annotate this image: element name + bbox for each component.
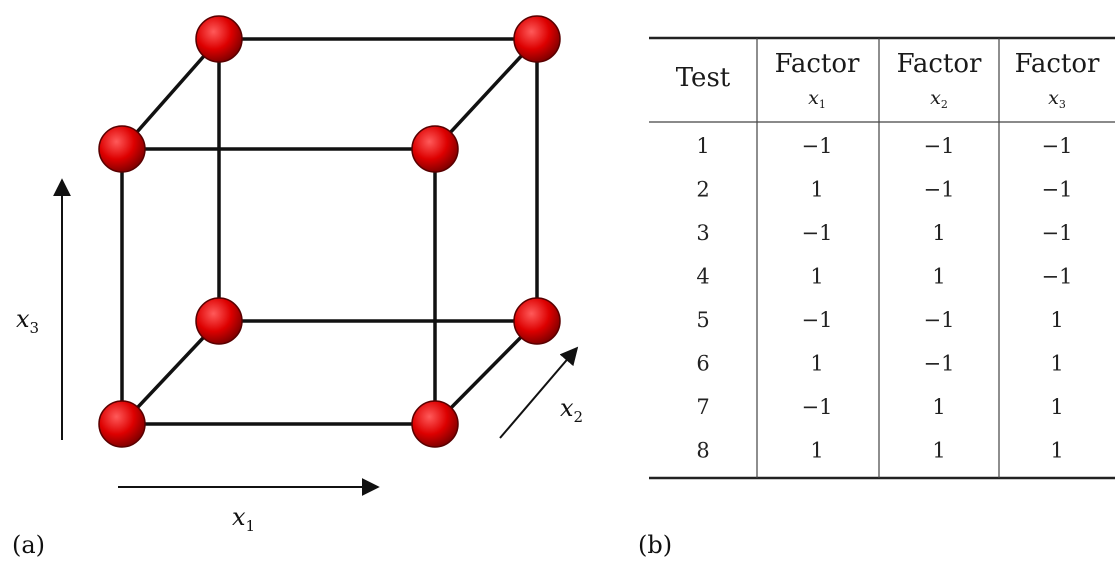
table-cell: 6 xyxy=(696,352,709,376)
header-factor-x3: Factor xyxy=(1015,49,1100,79)
table-cell: −1 xyxy=(1042,178,1073,202)
table-cell: 1 xyxy=(932,221,945,245)
table-cell: 1 xyxy=(1050,308,1063,332)
table-cell: 1 xyxy=(932,439,945,463)
panel-b: Test Factor x1 Factor x2 Factor x3 1 −1 −1… xyxy=(638,38,1115,559)
table-row: 6 1 −1 1 xyxy=(696,352,1063,376)
table-cell: −1 xyxy=(924,308,955,332)
panel-b-label: (b) xyxy=(638,531,672,559)
design-point-vertex xyxy=(514,298,560,344)
table-cell: 1 xyxy=(932,265,945,289)
design-point-vertex xyxy=(412,126,458,172)
table-cell: 5 xyxy=(696,308,709,332)
table-row: 5 −1 −1 1 xyxy=(696,308,1063,332)
table-row: 8 1 1 1 xyxy=(696,439,1063,463)
header-factor-x2: Factor xyxy=(897,49,982,79)
panel-a-label: (a) xyxy=(12,531,45,559)
table-cell: 7 xyxy=(696,395,709,419)
table-cell: 1 xyxy=(810,265,823,289)
table-cell: −1 xyxy=(924,178,955,202)
design-point-vertex xyxy=(99,401,145,447)
table-cell: −1 xyxy=(802,308,833,332)
table-cell: −1 xyxy=(1042,221,1073,245)
header-x1-symbol: x1 xyxy=(808,87,826,111)
cube-edges xyxy=(122,39,537,424)
cube-vertices xyxy=(99,16,560,447)
table-cell: 1 xyxy=(1050,395,1063,419)
table-cell: −1 xyxy=(1042,265,1073,289)
x3-axis-label: x3 xyxy=(16,305,39,337)
design-point-vertex xyxy=(196,298,242,344)
table-cell: 3 xyxy=(696,221,709,245)
header-test: Test xyxy=(676,63,731,93)
table-cell: 1 xyxy=(810,178,823,202)
design-point-vertex xyxy=(412,401,458,447)
design-point-vertex xyxy=(99,126,145,172)
design-point-vertex xyxy=(514,16,560,62)
table-cell: −1 xyxy=(924,352,955,376)
table-row: 2 1 −1 −1 xyxy=(696,178,1072,202)
table-cell: 1 xyxy=(1050,352,1063,376)
table-cell: 1 xyxy=(932,395,945,419)
table-cell: −1 xyxy=(802,395,833,419)
table-cell: −1 xyxy=(924,134,955,158)
x1-axis-label: x1 xyxy=(232,503,255,535)
header-x2-symbol: x2 xyxy=(930,87,948,111)
table-cell: 8 xyxy=(696,439,709,463)
table-row: 1 −1 −1 −1 xyxy=(696,134,1072,158)
table-cell: 2 xyxy=(696,178,709,202)
table-cell: −1 xyxy=(1042,134,1073,158)
x2-axis-arrow xyxy=(500,348,577,438)
panel-a: x3 x1 x2 (a) xyxy=(12,16,583,559)
table-cell: −1 xyxy=(802,221,833,245)
x2-axis-label: x2 xyxy=(560,394,583,426)
table-cell: 1 xyxy=(696,134,709,158)
table-cell: 1 xyxy=(810,352,823,376)
table-header: Test Factor x1 Factor x2 Factor x3 xyxy=(676,49,1100,111)
table-cell: 1 xyxy=(810,439,823,463)
table-cell: 4 xyxy=(696,265,709,289)
table-cell: 1 xyxy=(1050,439,1063,463)
table-row: 4 1 1 −1 xyxy=(696,265,1072,289)
header-x3-symbol: x3 xyxy=(1048,87,1066,111)
table-cell: −1 xyxy=(802,134,833,158)
design-point-vertex xyxy=(196,16,242,62)
table-row: 7 −1 1 1 xyxy=(696,395,1063,419)
header-factor-x1: Factor xyxy=(775,49,860,79)
table-row: 3 −1 1 −1 xyxy=(696,221,1072,245)
